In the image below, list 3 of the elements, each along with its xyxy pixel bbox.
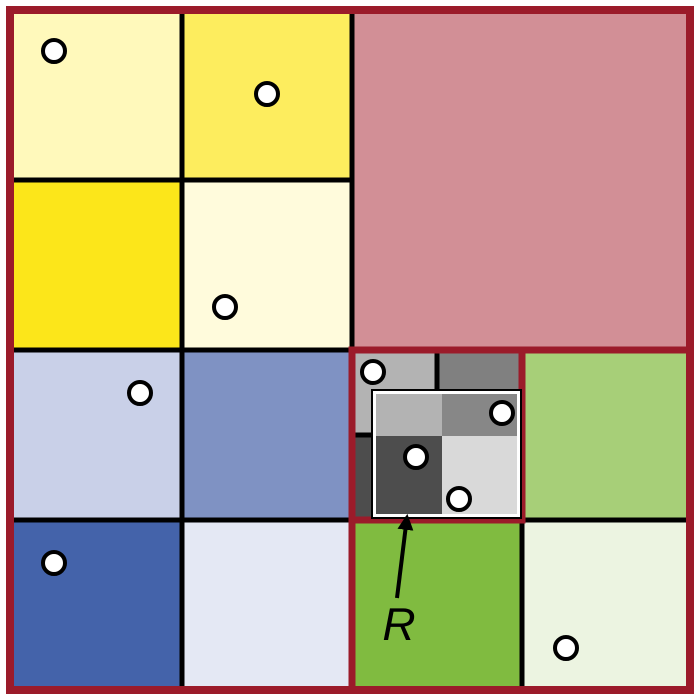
variable-label: R <box>378 598 420 650</box>
inset-box <box>373 391 520 517</box>
leader-arrow <box>395 514 414 598</box>
